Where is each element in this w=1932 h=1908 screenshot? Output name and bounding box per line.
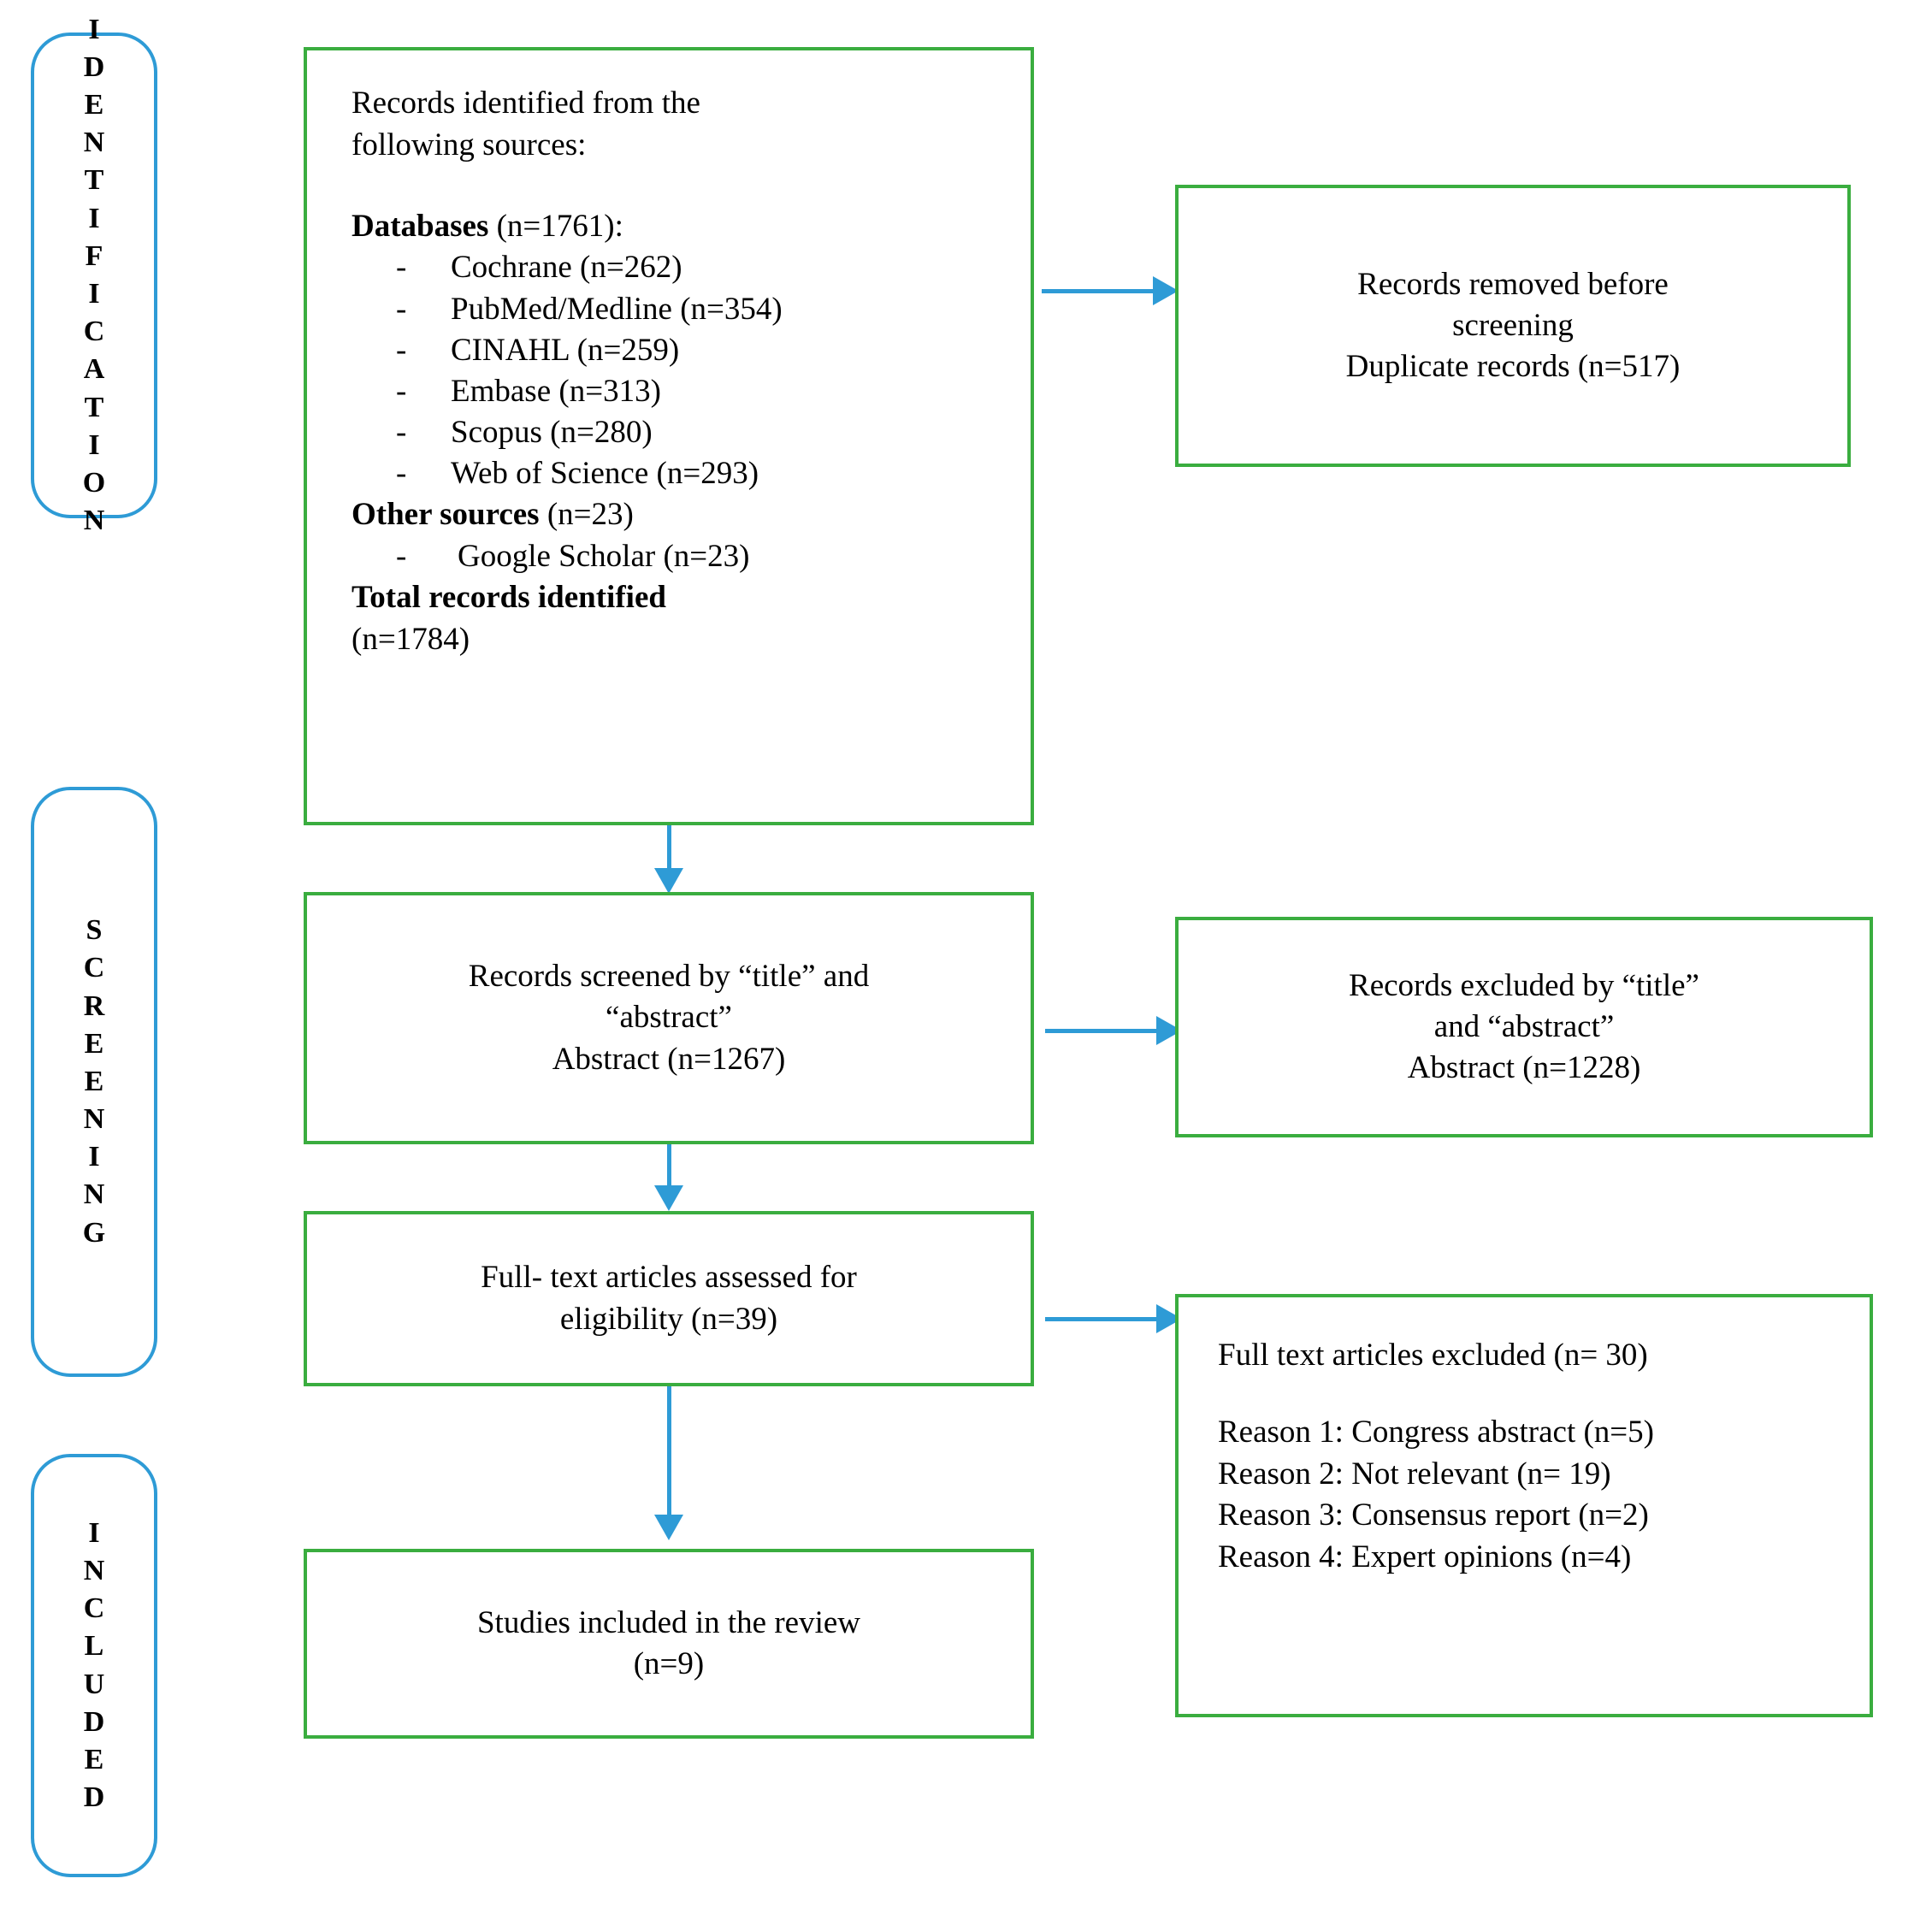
records-screened-line2: “abstract”: [606, 1000, 732, 1036]
fulltext-excluded-box: Full text articles excluded (n= 30) Reas…: [1175, 1294, 1873, 1717]
exclusion-reason: Reason 3: Consensus report (n=2): [1218, 1497, 1649, 1533]
studies-included-line2: (n=9): [633, 1646, 705, 1681]
records-removed-line3: Duplicate records (n=517): [1345, 349, 1681, 385]
records-excluded-line3: Abstract (n=1228): [1407, 1050, 1641, 1086]
stage-pill-included: I N C L U D E D: [31, 1454, 157, 1877]
other-sources-group-title: Other sources (n=23): [352, 494, 1031, 536]
arrow-screened-to-fulltext: [652, 1144, 686, 1211]
exclusion-reason: Reason 4: Expert opinions (n=4): [1218, 1539, 1632, 1574]
arrow-fulltext-to-included: [652, 1386, 686, 1540]
fulltext-assessed-box: Full- text articles assessed for eligibi…: [304, 1211, 1034, 1386]
records-excluded-line1: Records excluded by “title”: [1349, 967, 1699, 1003]
exclusion-reason: Reason 1: Congress abstract (n=5): [1218, 1415, 1654, 1450]
list-item: Scopus (n=280): [393, 412, 1031, 453]
stage-label-included: I N C L U D E D: [83, 1516, 105, 1814]
fulltext-excluded-heading: Full text articles excluded (n= 30): [1218, 1338, 1648, 1373]
records-excluded-box: Records excluded by “title” and “abstrac…: [1175, 917, 1873, 1137]
fulltext-assessed-line1: Full- text articles assessed for: [481, 1260, 857, 1296]
other-sources-label: Other sources: [352, 497, 540, 533]
arrow-identification-to-screened: [652, 825, 686, 894]
fulltext-assessed-line2: eligibility (n=39): [559, 1301, 778, 1337]
stage-pill-screening: S C R E E N I N G: [31, 787, 157, 1377]
records-excluded-line2: and “abstract”: [1433, 1008, 1615, 1044]
total-records-count: (n=1784): [352, 621, 470, 657]
stage-label-identification: I D E N T I F I C A T I O N: [82, 13, 106, 537]
list-item: Cochrane (n=262): [393, 247, 1031, 288]
identification-heading-line2: following sources:: [352, 127, 587, 162]
stage-pill-identification: I D E N T I F I C A T I O N: [31, 14, 157, 536]
list-item: Embase (n=313): [393, 371, 1031, 412]
studies-included-line1: Studies included in the review: [476, 1604, 860, 1640]
list-item: Web of Science (n=293): [393, 453, 1031, 494]
other-sources-count: (n=23): [539, 497, 634, 533]
databases-label: Databases: [352, 208, 489, 244]
stage-label-screening: S C R E E N I N G: [82, 914, 106, 1249]
databases-list: Cochrane (n=262) PubMed/Medline (n=354) …: [352, 247, 1031, 494]
list-item: PubMed/Medline (n=354): [393, 289, 1031, 330]
records-removed-line2: screening: [1452, 307, 1574, 343]
other-sources-list: Google Scholar (n=23): [352, 536, 1031, 577]
databases-count: (n=1761):: [488, 208, 623, 244]
list-item: Google Scholar (n=23): [393, 536, 1031, 577]
records-screened-line1: Records screened by “title” and: [468, 959, 870, 995]
records-removed-box: Records removed before screening Duplica…: [1175, 185, 1851, 467]
list-item: CINAHL (n=259): [393, 330, 1031, 371]
records-screened-line3: Abstract (n=1267): [552, 1041, 786, 1077]
databases-group-title: Databases (n=1761):: [352, 206, 1031, 248]
identification-records-box: Records identified from the following so…: [304, 47, 1034, 825]
exclusion-reason: Reason 2: Not relevant (n= 19): [1218, 1456, 1611, 1492]
total-records-label: Total records identified: [352, 579, 666, 615]
arrow-screened-to-excluded: [1045, 1013, 1182, 1048]
records-screened-box: Records screened by “title” and “abstrac…: [304, 892, 1034, 1144]
identification-heading-line1: Records identified from the: [352, 86, 700, 121]
arrow-fulltext-to-excluded: [1045, 1302, 1182, 1336]
arrow-identification-to-removed: [1042, 274, 1179, 308]
records-removed-line1: Records removed before: [1357, 266, 1669, 302]
studies-included-box: Studies included in the review (n=9): [304, 1549, 1034, 1739]
